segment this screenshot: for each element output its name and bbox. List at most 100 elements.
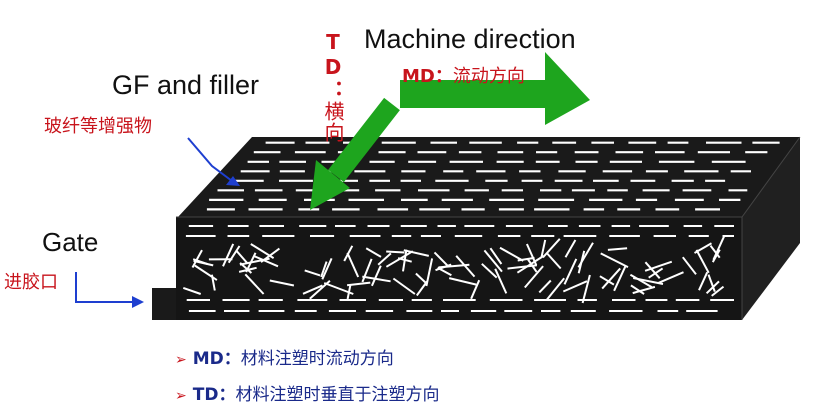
fiber xyxy=(438,263,470,269)
fiber xyxy=(644,260,673,272)
fiber xyxy=(613,265,627,292)
fiber xyxy=(481,263,498,279)
md-bullet-key: MD： xyxy=(192,349,241,369)
front-face-fibers xyxy=(182,225,734,312)
block-top-face xyxy=(178,137,800,217)
fiber xyxy=(361,258,373,283)
md-arrow xyxy=(400,52,590,125)
fiber xyxy=(577,242,594,268)
md-flow-key: MD： xyxy=(402,66,453,87)
fiber xyxy=(191,249,203,268)
top-face-fibers xyxy=(206,141,780,211)
fiber xyxy=(392,277,416,295)
fiber xyxy=(182,286,202,295)
fiber xyxy=(562,280,588,293)
fiber xyxy=(499,246,524,262)
fiber xyxy=(377,252,392,266)
fiber xyxy=(222,243,235,267)
fiber xyxy=(607,247,628,251)
td-bullet-desc: 材料注塑时垂直于注塑方向 xyxy=(235,385,440,405)
fiber xyxy=(563,258,578,285)
bullet-arrow-icon: ➢ xyxy=(175,352,187,368)
fiber xyxy=(711,249,721,263)
fiber xyxy=(343,245,354,262)
fiber xyxy=(698,271,709,291)
fiber xyxy=(517,256,535,262)
fiber xyxy=(433,251,449,267)
fiber xyxy=(304,269,321,277)
fiber xyxy=(581,274,591,304)
fiber xyxy=(415,280,428,297)
fiber xyxy=(253,254,279,268)
fiber xyxy=(320,261,328,278)
fiber xyxy=(705,280,720,295)
fiber xyxy=(694,242,712,254)
fiber xyxy=(227,245,241,264)
fiber xyxy=(346,252,360,278)
fiber xyxy=(682,256,697,275)
td-bullet: ➢ TD：材料注塑时垂直于注塑方向 xyxy=(175,380,439,405)
fiber xyxy=(236,250,249,265)
fiber xyxy=(711,285,725,297)
fiber xyxy=(524,265,544,289)
td-key: TD： xyxy=(321,30,345,101)
fiber xyxy=(244,273,265,295)
fiber xyxy=(526,258,538,273)
fiber xyxy=(269,279,295,287)
machine-direction-label: Machine direction xyxy=(364,24,576,54)
fiber xyxy=(455,255,476,278)
fiber xyxy=(346,281,371,287)
fiber xyxy=(601,267,621,290)
fiber xyxy=(630,284,645,295)
gate-label: Gate xyxy=(42,227,99,257)
fiber xyxy=(362,275,391,283)
fiber xyxy=(644,261,661,279)
fiber xyxy=(489,247,503,265)
fiber xyxy=(397,257,412,263)
gf-filler-cn-label: 玻纤等增强物 xyxy=(44,116,152,137)
md-flow-label: MD：流动方向 xyxy=(402,62,525,88)
fiber xyxy=(540,239,547,258)
fiber xyxy=(564,239,577,258)
fiber xyxy=(695,249,710,274)
fiber xyxy=(448,277,477,286)
fiber xyxy=(370,265,382,287)
fiber xyxy=(600,252,629,268)
bullet-arrow-icon: ➢ xyxy=(175,388,187,404)
fiber xyxy=(538,279,552,294)
fiber xyxy=(546,277,565,301)
fiber xyxy=(483,249,503,273)
fiber xyxy=(599,275,615,286)
fiber xyxy=(193,259,214,267)
gate-cn-label: 进胶口 xyxy=(4,272,58,293)
block-side-face xyxy=(742,137,800,320)
gf-filler-label: GF and filler xyxy=(112,70,260,100)
fiber xyxy=(302,284,323,295)
td-arrow xyxy=(310,97,400,210)
fiber xyxy=(525,243,538,266)
fiber xyxy=(658,271,684,284)
md-bullet-desc: 材料注塑时流动方向 xyxy=(240,349,394,369)
md-flow-cn: 流动方向 xyxy=(452,66,525,87)
md-bullet: ➢ MD：材料注塑时流动方向 xyxy=(175,344,394,369)
fiber xyxy=(365,247,382,258)
fiber xyxy=(707,274,716,292)
fiber xyxy=(321,257,333,280)
fiber xyxy=(437,266,452,277)
fiber xyxy=(629,273,653,288)
gf-pointer-arrow xyxy=(187,137,240,186)
fiber xyxy=(403,249,430,257)
block-front-face xyxy=(176,217,742,320)
td-vertical-label: TD：横向 xyxy=(321,30,345,143)
td-bullet-key: TD： xyxy=(192,385,236,405)
fiber xyxy=(386,250,405,254)
fiber xyxy=(709,244,721,259)
fiber xyxy=(546,252,562,270)
fiber xyxy=(425,258,434,287)
gate-nub xyxy=(152,288,176,320)
td-cn: 横向 xyxy=(321,101,345,143)
gate-pointer-arrow xyxy=(75,272,144,308)
fiber xyxy=(470,279,481,300)
fiber xyxy=(494,268,508,294)
